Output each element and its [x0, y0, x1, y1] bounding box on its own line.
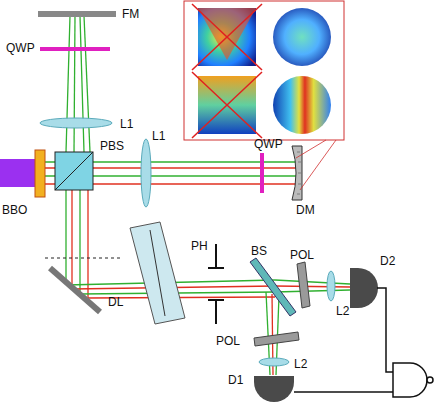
part-label: QWP [6, 42, 35, 55]
part-label: BS [251, 245, 267, 258]
part-label: POL [290, 249, 314, 262]
part-label: L2 [294, 358, 307, 371]
part-label: FM [122, 8, 139, 21]
part-label: PH [191, 240, 208, 253]
part-label: BBO [2, 204, 27, 217]
part-label: DL [108, 296, 123, 309]
part-label: POL [216, 335, 240, 348]
part-label: QWP [254, 138, 283, 151]
part-label: L1 [120, 118, 133, 131]
part-label: D1 [228, 374, 243, 387]
part-label: PBS [100, 140, 124, 153]
part-label: D2 [380, 255, 395, 268]
part-label: L1 [152, 130, 165, 143]
part-label: DM [296, 204, 315, 217]
part-label: L2 [336, 305, 349, 318]
